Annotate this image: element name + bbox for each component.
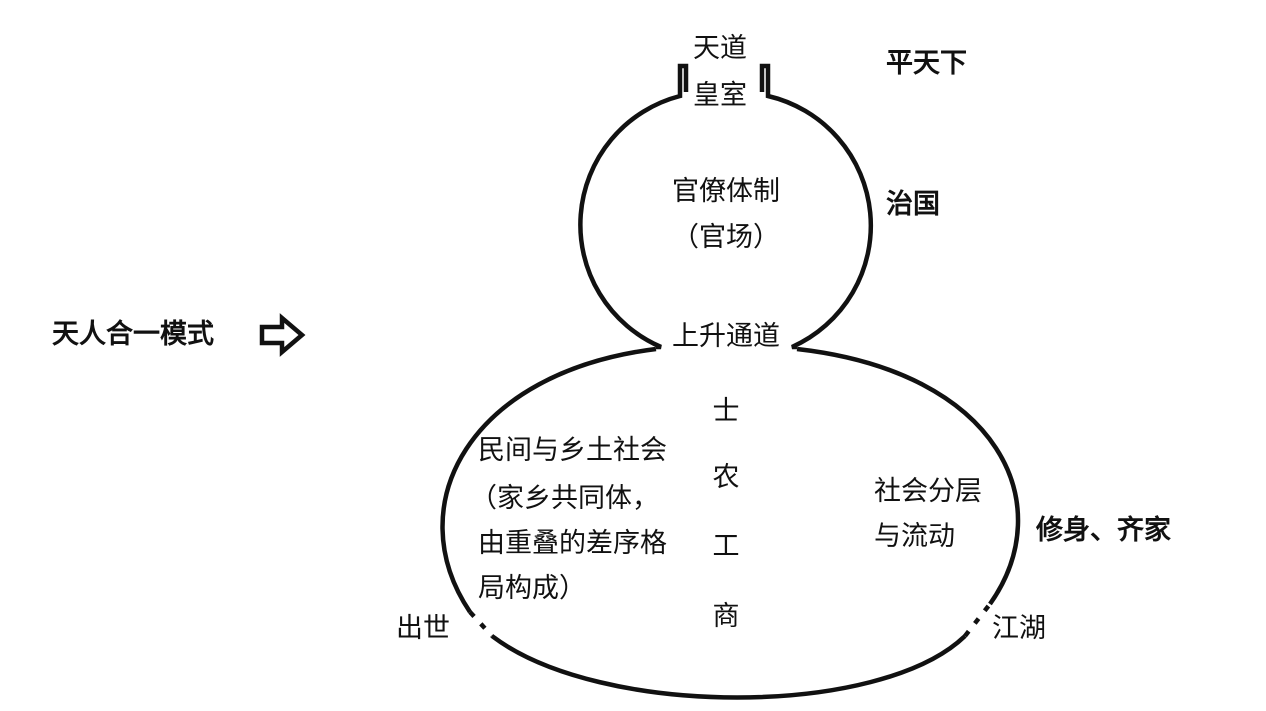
folk-society-line-3: 由重叠的差序格 xyxy=(478,528,667,559)
lower-bulb-left-arc xyxy=(440,346,657,614)
model-label: 天人合一模式 xyxy=(52,318,214,350)
right-gap-dashes xyxy=(963,602,992,638)
folk-society-line-1: 民间与乡土社会 xyxy=(478,435,667,466)
class-farmer: 农 xyxy=(713,462,740,493)
class-merchant: 商 xyxy=(713,601,740,632)
right-label-bottom: 修身、齐家 xyxy=(1035,514,1171,546)
left-gap-label: 出世 xyxy=(396,613,450,644)
right-label-top: 平天下 xyxy=(886,48,967,79)
bureaucracy-line-1: 官僚体制 xyxy=(672,176,780,207)
top-neck-label: 天道 xyxy=(693,33,747,64)
stratification-line-2: 与流动 xyxy=(874,521,955,552)
lower-bulb-bottom-arc xyxy=(490,634,967,700)
folk-society-line-4: 局构成） xyxy=(478,573,586,604)
right-gap-label: 江湖 xyxy=(992,613,1046,644)
class-scholar: 士 xyxy=(713,396,740,427)
folk-society-line-2: （家乡共同体， xyxy=(470,483,659,514)
class-artisan: 工 xyxy=(713,531,740,562)
royal-house-label: 皇室 xyxy=(693,80,747,111)
right-label-middle: 治国 xyxy=(886,189,940,220)
left-gap-dashes xyxy=(468,610,494,638)
upper-bulb-outline xyxy=(578,63,874,350)
ascent-channel-label: 上升通道 xyxy=(672,321,780,352)
lower-bulb-right-arc xyxy=(796,346,1021,606)
bureaucracy-line-2: （官场） xyxy=(672,222,780,253)
stratification-line-1: 社会分层 xyxy=(874,476,982,507)
hollow-right-arrow-icon xyxy=(259,313,306,357)
